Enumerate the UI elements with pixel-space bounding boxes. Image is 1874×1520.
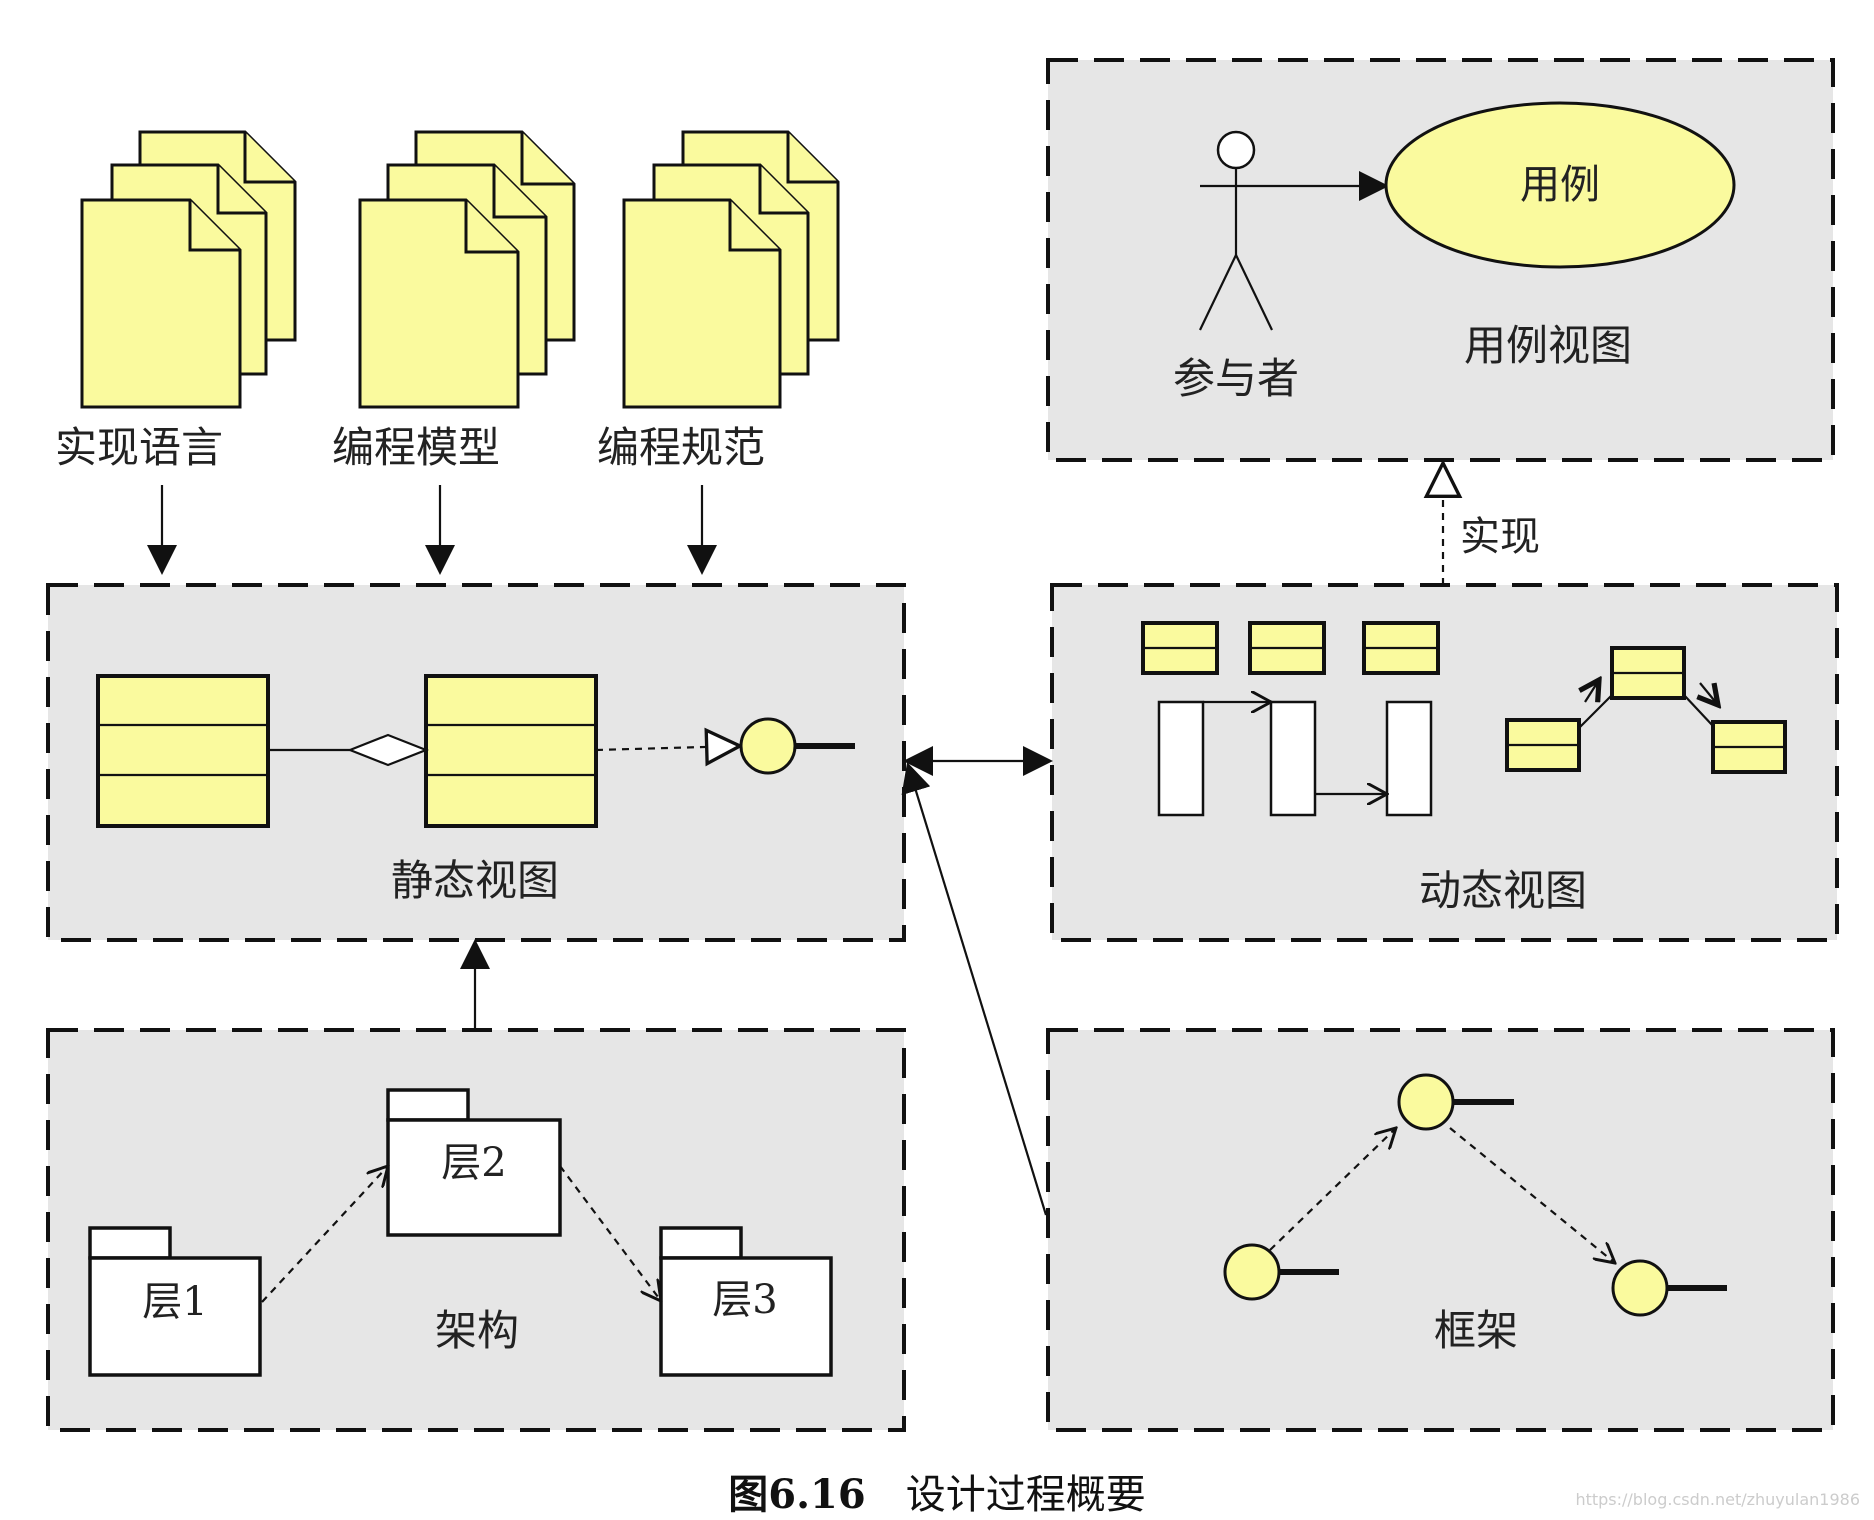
doc-label-programming-standard: 编程规范 — [597, 423, 765, 472]
realization-to-interface — [595, 746, 740, 750]
collaboration-arrow-2 — [1700, 682, 1718, 705]
framework-interface-top — [1397, 1073, 1514, 1131]
actor-figure — [1199, 130, 1273, 331]
watermark-text: https://blog.csdn.net/zhuyulan1986 — [1575, 1490, 1860, 1509]
doc-label-programming-model: 编程模型 — [332, 423, 500, 472]
class-box-center — [424, 674, 598, 828]
usecase-ellipse — [1384, 101, 1736, 269]
package-layer-2 — [386, 1088, 562, 1237]
panel-use-case-view — [1046, 58, 1835, 462]
architecture-label: 架构 — [435, 1306, 519, 1355]
dynamic-view-label: 动态视图 — [1419, 866, 1587, 915]
realize-label: 实现 — [1460, 514, 1540, 560]
framework-label: 框架 — [1434, 1306, 1518, 1355]
collaboration-arrow-1 — [1585, 680, 1599, 703]
figure-number: 图6.16 — [728, 1471, 866, 1518]
framework-dependency-1 — [1269, 1128, 1396, 1251]
framework-interface-left — [1223, 1243, 1339, 1301]
package-layer-1 — [88, 1226, 262, 1377]
dependency-layer2-to-layer3 — [559, 1165, 661, 1301]
doc-label-implementation-language: 实现语言 — [55, 423, 223, 472]
actor-label: 参与者 — [1173, 354, 1299, 403]
aggregation-relation — [268, 733, 429, 767]
sequence-activations — [1157, 700, 1433, 817]
document-stack-programming-model — [358, 130, 576, 409]
package-layer-3 — [659, 1226, 833, 1377]
use-case-view-label: 用例视图 — [1464, 321, 1632, 370]
figure-title: 设计过程概要 — [905, 1472, 1146, 1518]
sequence-objects — [1141, 621, 1440, 675]
package-layer-3-label: 层3 — [712, 1277, 777, 1323]
document-stack-implementation-language — [80, 130, 297, 409]
arrow-framework-to-static — [901, 762, 1048, 1216]
framework-dependency-2 — [1449, 1127, 1615, 1263]
package-layer-2-label: 层2 — [441, 1140, 506, 1186]
static-view-label: 静态视图 — [391, 856, 559, 905]
figure-caption: 图6.16 设计过程概要 — [0, 1462, 1874, 1520]
package-layer-1-label: 层1 — [142, 1279, 207, 1325]
interface-lollipop-static — [739, 717, 855, 775]
usecase-label: 用例 — [1520, 162, 1600, 208]
framework-interface-right — [1611, 1259, 1727, 1317]
collaboration-link-2 — [1683, 694, 1714, 727]
document-stack-programming-standard — [622, 130, 840, 409]
class-box-left — [96, 674, 270, 828]
collaboration-link-1 — [1578, 694, 1613, 729]
dependency-layer1-to-layer2 — [261, 1166, 388, 1303]
collaboration-objects — [1505, 646, 1787, 774]
